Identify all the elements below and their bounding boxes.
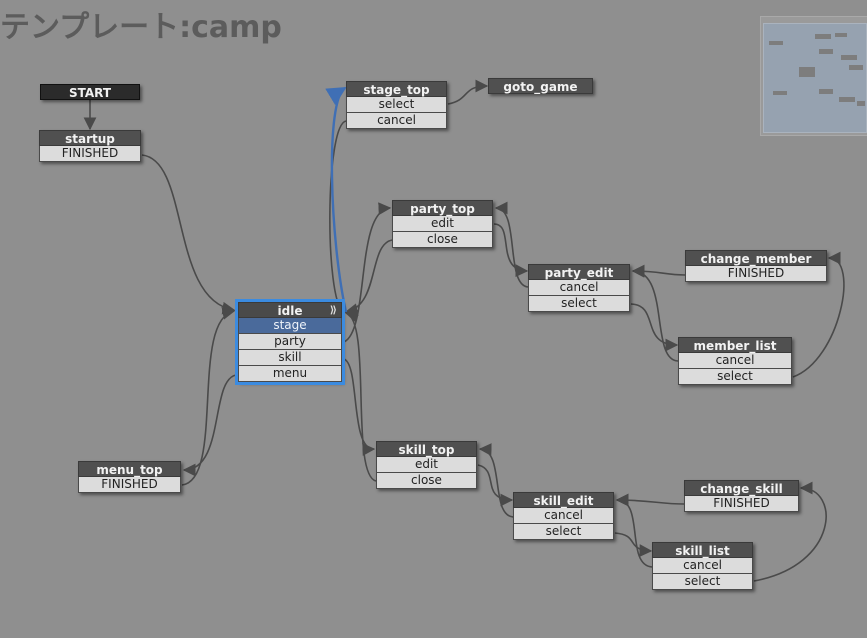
state-skill-top-title: skill_top (376, 441, 477, 457)
event-idle-stage[interactable]: stage (238, 318, 342, 334)
link-member-list-select-change-member (792, 251, 845, 378)
page-title: テンプレート:camp (0, 10, 282, 45)
state-member-list[interactable]: member_list cancel select (678, 337, 792, 385)
link-party-edit-cancel-party-top (494, 201, 529, 288)
state-startup-title: startup (39, 130, 141, 146)
link-idle-menu-menu-top (182, 374, 237, 477)
minimap-node (799, 67, 815, 77)
minimap-node (841, 55, 857, 60)
event-skill-edit-cancel[interactable]: cancel (513, 508, 614, 524)
minimap-node (819, 49, 833, 54)
state-idle-title: idle ⟫ (238, 302, 342, 318)
link-party-top-edit-party-edit (493, 223, 529, 278)
event-member-list-select[interactable]: select (678, 369, 792, 385)
minimap-node (839, 97, 855, 102)
event-skill-list-select[interactable]: select (652, 574, 753, 590)
link-party-top-close-idle (344, 239, 393, 316)
minimap-node (773, 91, 787, 95)
event-party-top-edit[interactable]: edit (392, 216, 493, 232)
state-change-member[interactable]: change_member FINISHED (685, 250, 827, 282)
state-skill-edit[interactable]: skill_edit cancel select (513, 492, 614, 540)
state-start-title: START (40, 84, 140, 100)
event-idle-party[interactable]: party (238, 334, 342, 350)
link-skill-top-edit-skill-edit (477, 464, 514, 507)
link-skill-edit-cancel-skill-top (478, 443, 514, 518)
event-skill-top-close[interactable]: close (376, 473, 477, 489)
state-skill-edit-title: skill_edit (513, 492, 614, 508)
event-party-top-close[interactable]: close (392, 232, 493, 248)
link-party-edit-select-member-list (630, 303, 679, 352)
minimap-node (857, 101, 865, 106)
loop-marker-icon: ⟫ (329, 305, 337, 316)
link-idle-skill-skill-top (343, 358, 376, 456)
state-skill-list-title: skill_list (652, 542, 753, 558)
minimap-node (815, 34, 831, 39)
state-menu-top-title: menu_top (78, 461, 181, 477)
link-startup-finished-idle (141, 154, 236, 315)
minimap[interactable] (760, 16, 867, 136)
event-party-edit-cancel[interactable]: cancel (528, 280, 630, 296)
state-stage-top[interactable]: stage_top select cancel (346, 81, 447, 129)
event-idle-skill[interactable]: skill (238, 350, 342, 366)
link-skill-list-select-change-skill (753, 481, 827, 582)
state-party-edit[interactable]: party_edit cancel select (528, 264, 630, 312)
link-skill-top-close-idle (344, 309, 377, 482)
link-menu-top-finished-idle (181, 307, 236, 486)
state-change-skill-title: change_skill (684, 480, 799, 496)
link-skill-edit-select-skill-list (614, 532, 653, 557)
link-idle-party-party-top (343, 202, 392, 343)
event-change-skill-finished[interactable]: FINISHED (684, 496, 799, 512)
event-idle-menu[interactable]: menu (238, 366, 342, 382)
state-party-edit-title: party_edit (528, 264, 630, 280)
event-menu-top-finished[interactable]: FINISHED (78, 477, 181, 493)
event-change-member-finished[interactable]: FINISHED (685, 266, 827, 282)
link-change-skill-finished-skill-edit (615, 493, 685, 507)
minimap-node (849, 65, 863, 70)
state-skill-list[interactable]: skill_list cancel select (652, 542, 753, 590)
state-goto-game[interactable]: goto_game (488, 78, 593, 94)
event-stage-top-cancel[interactable]: cancel (346, 113, 447, 129)
state-goto-game-title: goto_game (488, 78, 593, 94)
event-stage-top-select[interactable]: select (346, 97, 447, 113)
event-skill-top-edit[interactable]: edit (376, 457, 477, 473)
event-skill-list-cancel[interactable]: cancel (652, 558, 753, 574)
link-idle-stage-stage-top-active (325, 86, 348, 313)
state-party-top-title: party_top (392, 200, 493, 216)
state-start[interactable]: START (40, 84, 140, 100)
link-stage-top-cancel-idle (329, 120, 347, 312)
state-menu-top[interactable]: menu_top FINISHED (78, 461, 181, 493)
state-stage-top-title: stage_top (346, 81, 447, 97)
event-party-edit-select[interactable]: select (528, 296, 630, 312)
state-change-member-title: change_member (685, 250, 827, 266)
event-skill-edit-select[interactable]: select (513, 524, 614, 540)
link-member-list-cancel-party-edit (631, 264, 679, 362)
state-idle-label: idle (277, 304, 303, 318)
link-stage-top-select-goto-game (447, 79, 489, 105)
minimap-node (819, 89, 833, 94)
state-member-list-title: member_list (678, 337, 792, 353)
minimap-viewport[interactable] (763, 23, 867, 133)
minimap-node (835, 33, 847, 37)
state-skill-top[interactable]: skill_top edit close (376, 441, 477, 489)
event-member-list-cancel[interactable]: cancel (678, 353, 792, 369)
event-startup-finished[interactable]: FINISHED (39, 146, 141, 162)
state-idle[interactable]: idle ⟫ stage party skill menu (235, 299, 345, 385)
state-startup[interactable]: startup FINISHED (39, 130, 141, 162)
link-change-member-finished-party-edit (631, 264, 686, 278)
minimap-node (769, 41, 783, 45)
state-change-skill[interactable]: change_skill FINISHED (684, 480, 799, 512)
state-party-top[interactable]: party_top edit close (392, 200, 493, 248)
